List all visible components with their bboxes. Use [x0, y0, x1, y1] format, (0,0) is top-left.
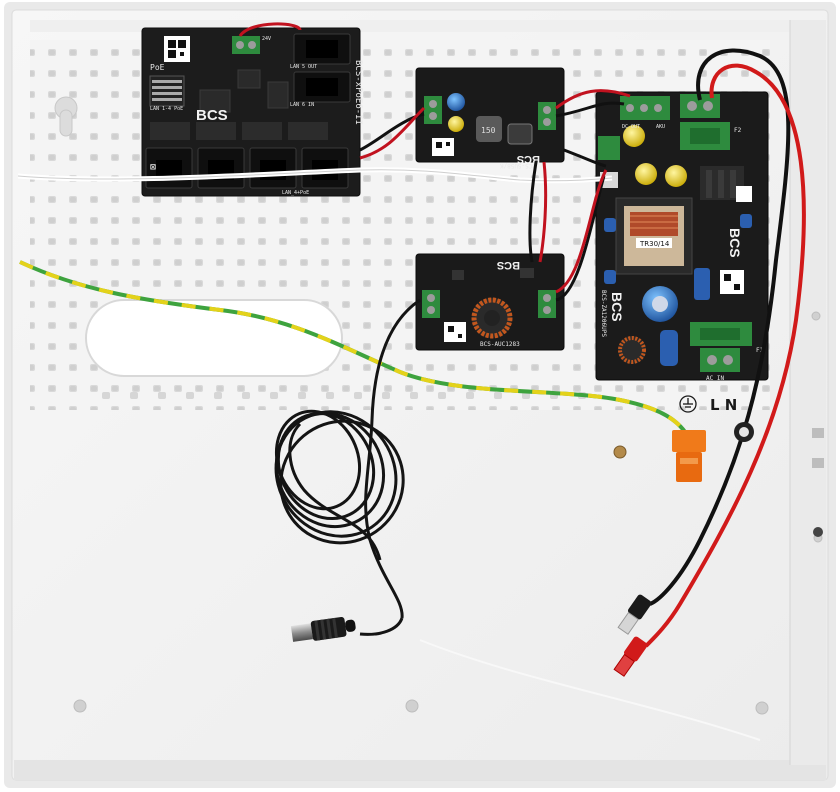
fuse-f2-label: F2	[734, 127, 742, 134]
poe-lan5-label: LAN 5 OUT	[290, 64, 317, 70]
poe-lan4-label: LAN_4+PoE	[282, 190, 309, 196]
psu-model-label: BCS-ZA1206UPS	[600, 290, 607, 337]
cable-cutout	[85, 299, 343, 377]
black-wire-2	[555, 101, 625, 118]
ac-in-label: AC_IN	[706, 375, 724, 382]
poe-model-label: BCS-xPoE6-II	[353, 60, 363, 125]
earth-stud	[613, 445, 627, 459]
psu-brand-logo: BCS	[727, 228, 743, 258]
red-wire-3	[555, 89, 631, 110]
battery-lead-red	[644, 63, 806, 648]
mains-marking-text: L N	[710, 396, 737, 414]
battery-connector-red	[613, 636, 648, 677]
converter-board-bottom: BCS BCS-AUC1283	[415, 253, 565, 351]
poe-brand-logo: BCS	[196, 107, 228, 124]
mounting-holes	[73, 311, 823, 715]
power-supply-board: F2 TR30/14 F1 AC_IN DC OUT	[595, 91, 769, 382]
battery-lead-black	[649, 48, 791, 606]
keyhole-slot	[54, 96, 78, 137]
earth-terminal-block	[672, 430, 706, 482]
converter-top-model: BCS-SU58/K	[499, 162, 536, 169]
black-wire-5	[563, 148, 607, 168]
black-wire-3	[528, 161, 538, 263]
svg-text:150: 150	[481, 126, 496, 135]
red-wire-5	[555, 169, 608, 294]
poe-switch-board: BCS PoE LAN 1-4 PoE LAN 5 OUT LAN 6 IN 2…	[141, 27, 363, 197]
converter-bottom-model: BCS-AUC1283	[480, 341, 520, 348]
battery-connector-black	[617, 594, 652, 635]
transformer-label: TR30/14	[639, 240, 670, 248]
flange-studs	[812, 428, 824, 537]
thin-white-wire	[419, 639, 761, 741]
converter-bottom-brand: BCS	[497, 259, 520, 271]
poe-lan6-label: LAN 6 IN	[290, 102, 314, 108]
poe-label: PoE	[150, 63, 165, 72]
red-wire-1	[238, 22, 302, 38]
mains-marking: L N	[679, 395, 737, 414]
aku-label: AKU	[656, 124, 665, 130]
fuse-f1-label: F1	[756, 347, 764, 354]
converter-top-brand: BCS	[517, 153, 540, 165]
dc-plug	[290, 616, 356, 642]
black-wire-4	[555, 175, 606, 302]
red-wire-4	[538, 161, 548, 263]
dc-power-cable	[274, 298, 421, 636]
red-wire-2	[359, 106, 426, 160]
weee-bin-icon: ⊠	[150, 162, 156, 173]
poe-voltage-label: 24V	[262, 36, 271, 42]
dc-out-label: DC OUT	[622, 124, 640, 130]
psu-brand-logo-2: BCS	[609, 292, 625, 322]
poe-lan-label: LAN 1-4 PoE	[150, 106, 183, 112]
converter-board-top: 150 BCS BCS-SU58/K	[415, 67, 565, 169]
